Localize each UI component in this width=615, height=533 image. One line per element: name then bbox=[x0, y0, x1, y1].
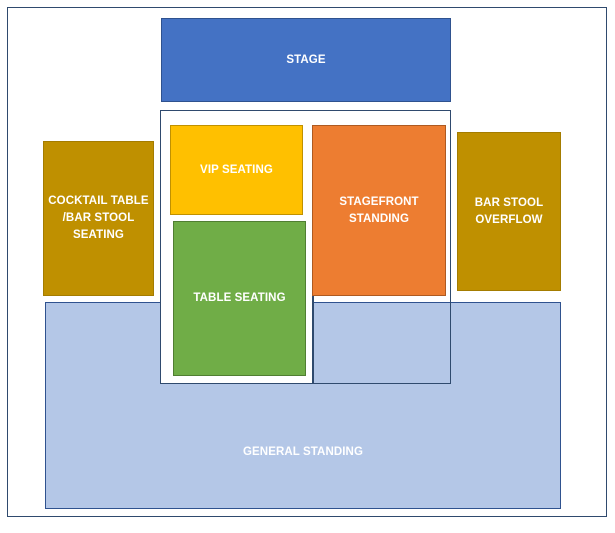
table-seating-label: TABLE SEATING bbox=[193, 292, 286, 304]
cocktail-seating-label: COCKTAIL TABLE /BAR STOOL SEATING bbox=[48, 195, 149, 241]
vip-seating-zone: VIP SEATING bbox=[170, 125, 303, 215]
seating-area-outline bbox=[160, 110, 451, 384]
cocktail-seating-zone: COCKTAIL TABLE /BAR STOOL SEATING bbox=[43, 141, 154, 296]
bar-stool-overflow-zone: BAR STOOL OVERFLOW bbox=[457, 132, 561, 291]
stage-label: STAGE bbox=[286, 53, 326, 66]
general-standing-label: GENERAL STANDING bbox=[242, 446, 363, 458]
seating-area-divider bbox=[312, 296, 314, 384]
stagefront-standing-label: STAGEFRONT STANDING bbox=[339, 195, 419, 225]
table-seating-zone: TABLE SEATING bbox=[173, 221, 306, 376]
stage-zone: STAGE bbox=[161, 18, 451, 102]
vip-seating-label: VIP SEATING bbox=[200, 163, 273, 176]
stagefront-standing-zone: STAGEFRONT STANDING bbox=[312, 125, 446, 296]
bar-stool-overflow-label: BAR STOOL OVERFLOW bbox=[474, 196, 544, 226]
